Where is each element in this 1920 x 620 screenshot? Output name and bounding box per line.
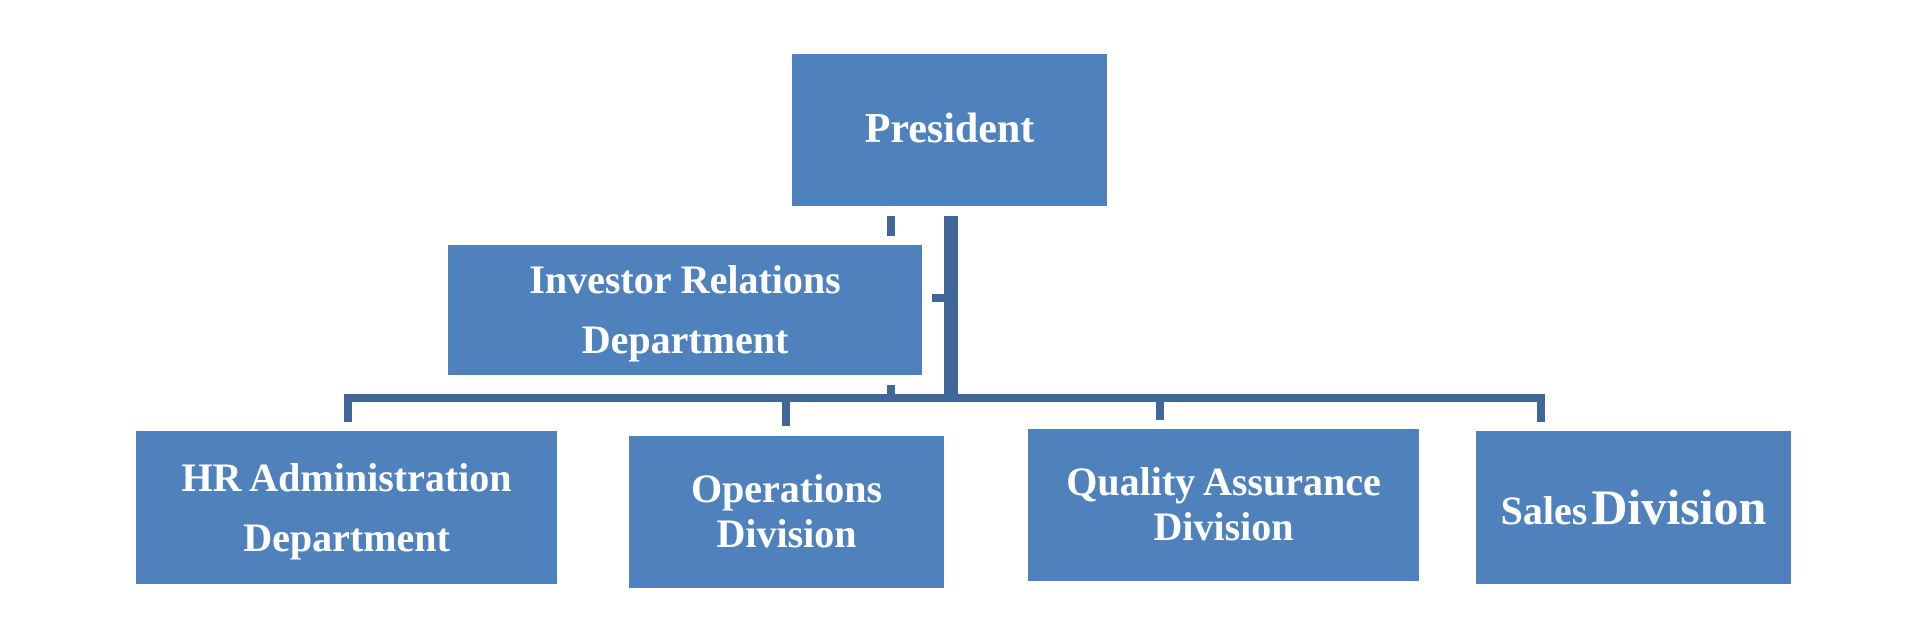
quality-assurance-line1: Quality Assurance [1066,459,1381,505]
sales-line2: Division [1591,479,1767,536]
operations-line1: Operations [690,466,883,512]
quality-assurance-box: Quality Assurance Division [1028,429,1419,581]
quality-assurance-line2: Division [1153,504,1294,549]
sales-label: Sales Division [1501,474,1767,541]
investor-relations-box: Investor Relations Department [448,245,922,375]
sales-line1: Sales [1500,488,1588,534]
president-label: President [864,106,1035,153]
operations-line2: Division [716,511,857,556]
connector-drop-hr [344,394,352,422]
hr-administration-line2: Department [243,514,450,560]
connector-assistant-stub [932,294,946,302]
connector-dash-bottom [887,385,895,399]
connector-drop-operations [782,394,790,426]
hr-administration-box: HR Administration Department [136,431,557,584]
connector-drop-quality [1156,394,1164,420]
connector-horizontal-bus [344,394,1545,402]
president-box: President [792,54,1107,206]
hr-administration-line1: HR Administration [181,454,512,500]
operations-box: Operations Division [629,436,944,588]
connector-drop-sales [1537,394,1545,422]
investor-relations-line2: Department [581,317,789,362]
connector-trunk [944,216,958,400]
connector-dash-top [887,216,895,236]
sales-box: Sales Division [1476,431,1791,584]
investor-relations-line1: Investor Relations [529,257,841,302]
